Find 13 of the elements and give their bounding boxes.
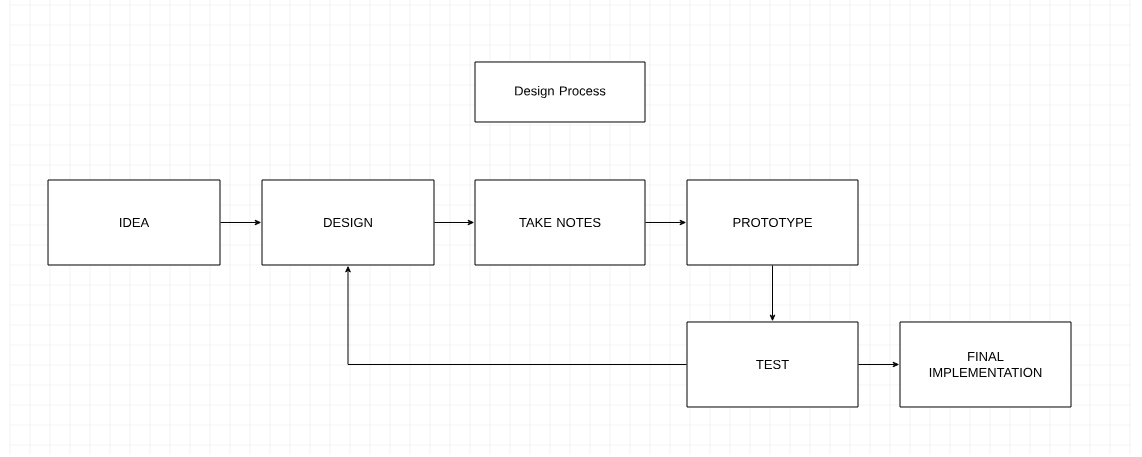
process-box: IDEA	[47, 179, 221, 266]
process-box: TAKE NOTES	[474, 179, 646, 266]
arrow	[345, 266, 687, 365]
process-box: DESIGN	[261, 179, 435, 266]
arrow	[434, 219, 474, 226]
process-box: FINAL IMPLEMENTATION	[899, 321, 1072, 408]
process-box: Design Process	[474, 61, 646, 123]
arrow	[645, 219, 686, 226]
arrow	[858, 361, 899, 368]
process-box: TEST	[686, 321, 859, 408]
arrow	[769, 265, 776, 321]
arrow	[220, 219, 261, 226]
process-box: PROTOTYPE	[686, 179, 859, 266]
